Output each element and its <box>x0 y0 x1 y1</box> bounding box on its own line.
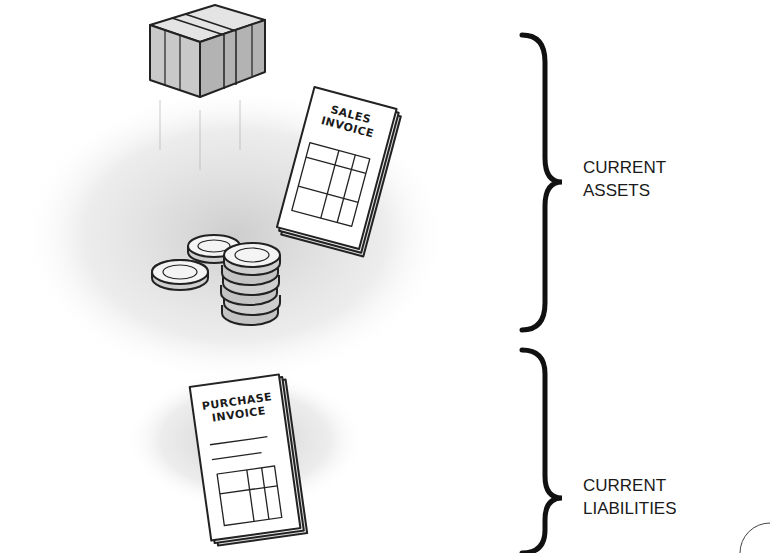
bracket-label: CURRENT ASSETS <box>583 157 733 203</box>
brace <box>522 350 562 553</box>
page-corner <box>740 523 770 553</box>
reflection <box>160 100 240 170</box>
ground-shade <box>20 85 450 385</box>
parcel <box>150 5 265 97</box>
coins <box>152 235 280 325</box>
brace <box>522 35 562 330</box>
sales-invoice <box>275 87 402 256</box>
purchase-invoice <box>190 374 307 547</box>
bracket-label: CURRENT LIABILITIES <box>583 475 733 521</box>
